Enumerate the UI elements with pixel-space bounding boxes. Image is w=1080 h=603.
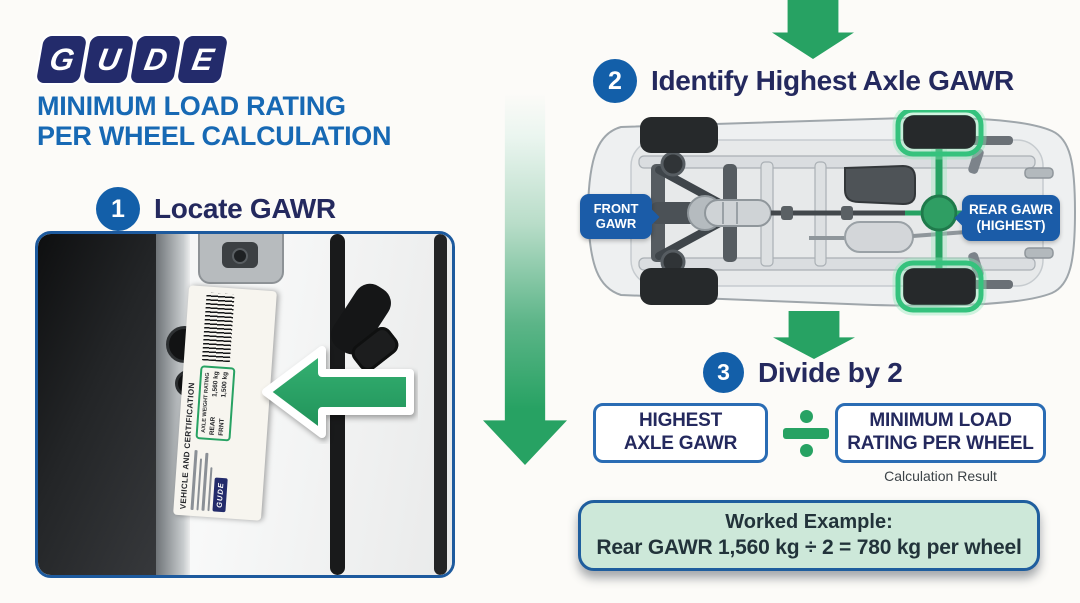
step3-number-badge: 3 xyxy=(703,352,744,393)
axle-name: REAR xyxy=(208,416,218,436)
min-load-rating-line2: RATING PER WHEEL xyxy=(847,433,1034,454)
fine-print-line xyxy=(206,467,213,512)
min-load-rating-box: MINIMUM LOAD RATING PER WHEEL xyxy=(835,403,1046,463)
axle-value: 1,500 kg xyxy=(220,371,230,398)
axle-value: 1,560 kg xyxy=(211,371,221,398)
barcode xyxy=(201,292,235,363)
label-brand-chip: GUDE xyxy=(212,477,228,513)
logo-tile: D xyxy=(129,36,182,83)
car-chassis-diagram xyxy=(586,110,1077,316)
fuel-tank xyxy=(844,164,916,206)
drivetrain xyxy=(687,195,929,231)
door-jamb-photo: VEHICLE AND CERTIFICATION GUDE AXLE WEIG… xyxy=(35,231,455,578)
axle-name: FRNT xyxy=(217,418,226,437)
door-striker-plate xyxy=(198,234,284,284)
worked-example-title: Worked Example: xyxy=(725,511,893,533)
step2-heading: 2 Identify Highest Axle GAWR xyxy=(593,59,1014,103)
logo-tile: U xyxy=(82,36,135,83)
label-fine-print: GUDE xyxy=(190,444,230,513)
door-rubber-seal xyxy=(434,234,447,575)
divide-dot xyxy=(799,443,813,457)
divide-bar xyxy=(783,427,829,439)
worked-example-formula: Rear GAWR 1,560 kg ÷ 2 = 780 kg per whee… xyxy=(596,536,1022,559)
divide-dot xyxy=(799,409,813,423)
front-wheel-bottom xyxy=(640,268,718,305)
step3-heading: 3 Divide by 2 xyxy=(703,352,903,393)
striker-screw xyxy=(232,248,248,264)
step2-number-badge: 2 xyxy=(593,59,637,103)
highest-axle-gawr-line2: AXLE GAWR xyxy=(623,433,738,454)
front-gawr-badge: FRONT GAWR xyxy=(580,194,652,239)
step1-number-badge: 1 xyxy=(96,187,140,231)
rear-wheel-bottom xyxy=(903,268,976,305)
page-title-line2: PER WHEEL CALCULATION xyxy=(37,120,392,151)
step1-heading: 1 Locate GAWR xyxy=(96,187,336,231)
down-arrow-icon xyxy=(483,93,567,465)
rear-wheel-top xyxy=(903,115,976,149)
logo-tile: E xyxy=(176,36,229,83)
logo-letter: G xyxy=(46,41,77,77)
pointer-arrow-icon xyxy=(262,346,414,438)
logo-letter: E xyxy=(189,41,216,77)
logo-letter: U xyxy=(94,41,123,77)
front-gawr-badge-line2: GAWR xyxy=(595,215,637,231)
brand-logo: G U D E xyxy=(35,36,229,83)
rear-gawr-badge-line2: (HIGHEST) xyxy=(976,218,1046,233)
rear-gawr-badge: REAR GAWR (HIGHEST) xyxy=(962,195,1060,241)
door-interior-panel xyxy=(38,234,160,575)
gawr-highlight-box: AXLE WEIGHT RATING REAR 1,560 kg FRNT 1,… xyxy=(195,365,236,442)
highest-axle-gawr-box: HIGHEST AXLE GAWR xyxy=(593,403,768,463)
front-wheel-top xyxy=(640,117,718,153)
step3-title: Divide by 2 xyxy=(758,356,903,388)
page-title-line1: MINIMUM LOAD RATING xyxy=(37,91,346,121)
step1-title: Locate GAWR xyxy=(154,193,336,224)
front-gawr-badge-line1: FRONT xyxy=(593,200,639,216)
down-arrow-icon xyxy=(772,0,854,59)
min-load-rating-line1: MINIMUM LOAD xyxy=(869,410,1012,432)
rear-gawr-badge-line1: REAR GAWR xyxy=(969,202,1053,218)
calculation-result-caption: Calculation Result xyxy=(884,468,997,484)
highest-axle-gawr-line1: HIGHEST xyxy=(638,410,723,432)
step2-title: Identify Highest Axle GAWR xyxy=(651,65,1014,96)
worked-example-box: Worked Example: Rear GAWR 1,560 kg ÷ 2 =… xyxy=(578,500,1040,571)
exhaust xyxy=(809,167,1054,259)
logo-letter: D xyxy=(141,41,170,77)
divide-icon xyxy=(779,405,833,461)
logo-tile: G xyxy=(35,36,88,83)
page-title: MINIMUM LOAD RATING PER WHEEL CALCULATIO… xyxy=(37,91,392,151)
